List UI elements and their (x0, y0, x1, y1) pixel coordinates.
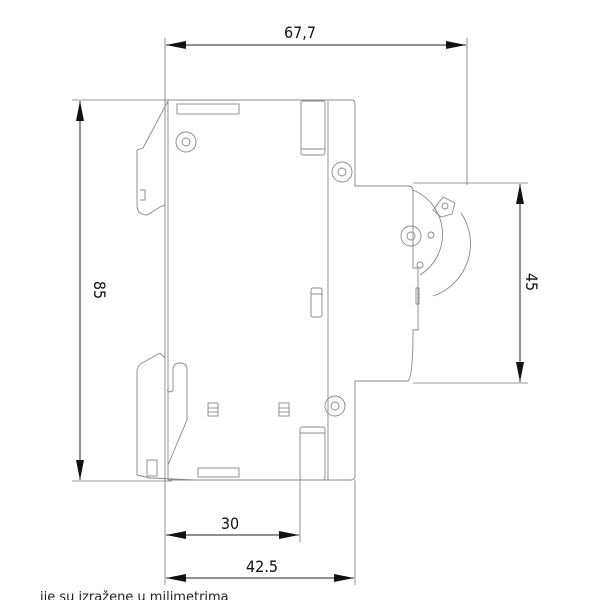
indicator-window (310, 287, 323, 318)
dim-width-label: 67,7 (284, 23, 316, 42)
extension-lines (72, 38, 528, 585)
toggle-handle (400, 189, 471, 305)
dimension-lines (76, 41, 524, 582)
dim-height-label: 85 (90, 281, 109, 299)
units-note: ije su izražene u milimetrima (40, 590, 229, 600)
dim-handle-label: 45 (522, 273, 541, 291)
label-plate-top (176, 103, 240, 115)
breaker-body (136, 99, 471, 481)
terminal-slot-top (300, 100, 326, 156)
terminal-slot-bottom (299, 426, 326, 481)
vents (207, 402, 290, 417)
dim-30-label: 30 (221, 514, 239, 533)
label-plate-bottom (197, 467, 240, 478)
screw-holes (175, 131, 353, 417)
dim-42-label: 42.5 (246, 557, 278, 576)
